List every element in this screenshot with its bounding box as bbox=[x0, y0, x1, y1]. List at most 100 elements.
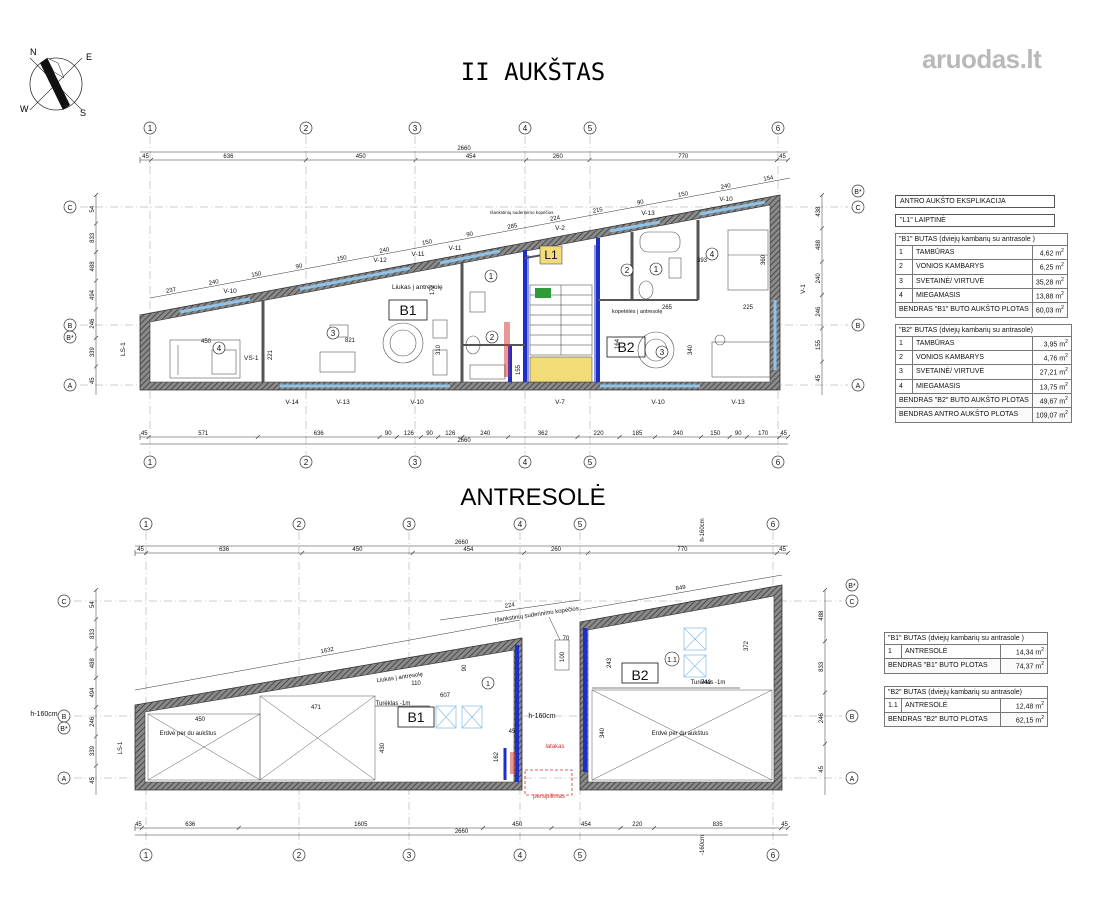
dim-value: 45 bbox=[90, 776, 96, 783]
compass-s: S bbox=[80, 108, 86, 118]
axis-label-4: 4 bbox=[518, 851, 523, 860]
dim-value: 636 bbox=[314, 431, 325, 437]
dim-value: 224 bbox=[504, 602, 515, 609]
row-label-A: A bbox=[62, 776, 67, 783]
expl1-l1: "L1" LAIPTINĖ bbox=[895, 214, 1055, 227]
dim-value: 488 bbox=[90, 261, 96, 272]
dim-total: 2660 bbox=[455, 829, 469, 835]
expl1-b1-title: "B1" BUTAS (dviejų kambarių su antrasole… bbox=[895, 233, 1068, 246]
axis-marker-3: 3 bbox=[408, 455, 422, 469]
dim-value: 454 bbox=[463, 547, 474, 553]
dim-value: 1632 bbox=[320, 647, 335, 655]
row-marker-B*: B* bbox=[845, 578, 859, 592]
row-label-C: C bbox=[61, 599, 66, 606]
axis-label-2: 2 bbox=[304, 124, 309, 133]
inner-dim: 90 bbox=[462, 664, 468, 671]
dim-total: 2660 bbox=[455, 540, 469, 546]
wall-tag: V-10 bbox=[223, 288, 237, 295]
row-marker-A: A bbox=[851, 378, 865, 392]
floor1-diagonal-dims: 2372401509015024015090285224215901502401… bbox=[149, 175, 791, 299]
row-label-C: C bbox=[849, 599, 854, 606]
dim-value: 90 bbox=[735, 431, 742, 437]
expl2-b1-table: "B1" BUTAS (dviejų kambarių su antrasole… bbox=[884, 632, 1048, 674]
wall-tag: V-10 bbox=[719, 196, 733, 203]
axis-marker-1: 1 bbox=[143, 455, 157, 469]
expl1-b1-total: 60,03 bbox=[1035, 307, 1054, 315]
dim-value: 45 bbox=[135, 822, 142, 828]
room-number-text: 4 bbox=[217, 344, 222, 353]
dim-value: 240 bbox=[673, 431, 684, 437]
inner-dim: 393 bbox=[697, 258, 708, 264]
axis-label-4: 4 bbox=[518, 520, 523, 529]
overflow-label: persipilimas bbox=[533, 794, 565, 800]
dim-value: 126 bbox=[445, 431, 456, 437]
floor1-walls bbox=[139, 194, 781, 391]
room-number: 1 bbox=[649, 262, 663, 276]
dim-value: 339 bbox=[90, 346, 96, 357]
inner-dim: 70 bbox=[563, 636, 570, 642]
dim-value: 835 bbox=[713, 822, 724, 828]
axis-marker-2: 2 bbox=[292, 517, 306, 531]
note-liukas: Liukas į antresolę bbox=[392, 284, 443, 291]
axis-marker-5: 5 bbox=[573, 848, 587, 862]
compass-w: W bbox=[20, 104, 29, 114]
axis-label-1: 1 bbox=[144, 851, 149, 860]
row-label-B: B bbox=[850, 714, 855, 721]
row-marker-B: B bbox=[851, 318, 865, 332]
expl1-b2-total: 49,67 bbox=[1039, 398, 1058, 406]
row-label-B: B bbox=[856, 323, 861, 330]
axis-marker-4: 4 bbox=[513, 517, 527, 531]
compass-n: N bbox=[30, 47, 37, 57]
axis-label-5: 5 bbox=[578, 520, 583, 529]
expl1-header: ANTRO AUKŠTO EKSPLIKACIJA bbox=[895, 195, 1055, 208]
inner-dim: 45 bbox=[509, 729, 516, 735]
row-marker-B*: B* bbox=[57, 721, 71, 735]
unit-b1-label: B1 bbox=[399, 302, 416, 318]
dim-total: 2660 bbox=[457, 146, 471, 152]
axis-label-2: 2 bbox=[297, 851, 302, 860]
dim-value: 636 bbox=[185, 822, 196, 828]
compass-rose: N E S W bbox=[20, 47, 92, 118]
dim-value: 339 bbox=[90, 745, 96, 756]
axis-marker-3: 3 bbox=[408, 121, 422, 135]
dim-value: 833 bbox=[90, 232, 96, 243]
row-marker-A: A bbox=[845, 771, 859, 785]
inner-dim: 340 bbox=[688, 344, 694, 355]
expl2-b2-total: 62,15 bbox=[1015, 717, 1034, 725]
dim-value: 488 bbox=[819, 610, 825, 621]
wall-tag: V-1 bbox=[800, 284, 807, 294]
inner-dim: 372 bbox=[744, 640, 750, 651]
dim-value: 90 bbox=[637, 199, 645, 206]
dim-value: 54 bbox=[90, 205, 96, 212]
wall-tag: V-11 bbox=[412, 251, 425, 258]
axis-marker-2: 2 bbox=[299, 121, 313, 135]
f2-unit-b1-label: B1 bbox=[407, 709, 424, 725]
expl2-b2-total-label: BENDRAS "B2" BUTO PLOTAS bbox=[884, 711, 1001, 728]
dim-value: 150 bbox=[336, 255, 348, 263]
dim-value: 246 bbox=[816, 306, 822, 317]
floor1-explication: ANTRO AUKŠTO EKSPLIKACIJA "L1" LAIPTINĖ … bbox=[895, 195, 1072, 429]
f2-room-1-1: 1.1 bbox=[664, 651, 680, 667]
dim-value: 150 bbox=[422, 239, 434, 247]
axis-label-3: 3 bbox=[413, 458, 418, 467]
axis-marker-5: 5 bbox=[583, 121, 597, 135]
dim-value: 126 bbox=[404, 431, 415, 437]
room-number: 2 bbox=[485, 330, 499, 344]
dim-value: 770 bbox=[677, 547, 688, 553]
axis-marker-6: 6 bbox=[766, 517, 780, 531]
axis-marker-6: 6 bbox=[771, 121, 785, 135]
expl2-b2-table: "B2" BUTAS (dviejų kambarių su antrasole… bbox=[884, 685, 1048, 728]
dim-value: 240 bbox=[379, 247, 391, 255]
expl1-floor-total-label: BENDRAS ANTRO AUKŠTO PLOTAS bbox=[895, 407, 1033, 423]
dim-value: 54 bbox=[90, 601, 96, 608]
axis-label-5: 5 bbox=[588, 458, 593, 467]
dim-value: 450 bbox=[512, 822, 523, 828]
wall-tag: V-11 bbox=[449, 245, 462, 252]
axis-marker-3: 3 bbox=[402, 517, 416, 531]
inner-dim: 100 bbox=[560, 651, 566, 662]
